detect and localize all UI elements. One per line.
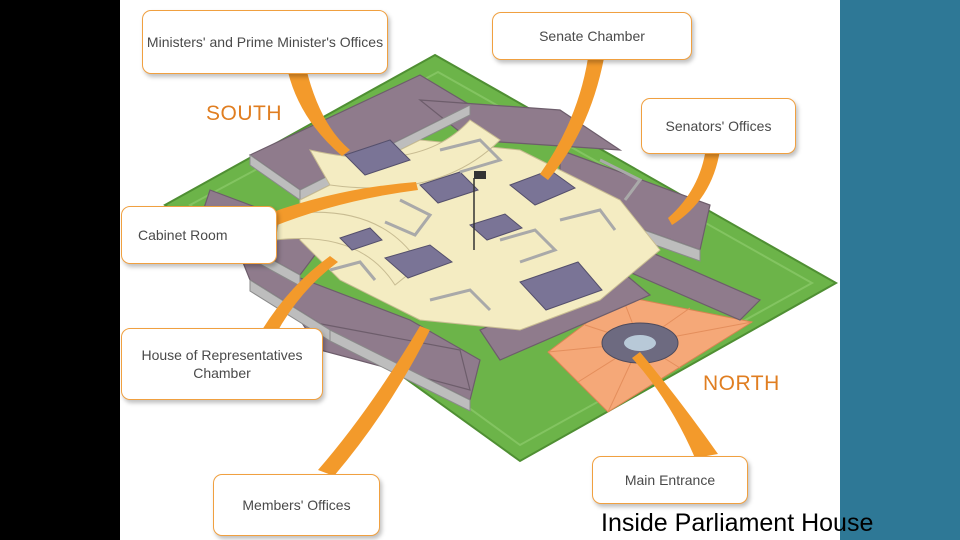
forecourt-pool-inner [624, 335, 656, 351]
direction-north-label: NORTH [703, 372, 780, 395]
callout-ministers-offices: Ministers' and Prime Minister's Offices [142, 10, 388, 74]
callout-members-offices: Members' Offices [213, 474, 380, 536]
callout-senate-chamber-label: Senate Chamber [539, 28, 645, 44]
callout-senators-offices: Senators' Offices [641, 98, 796, 154]
courtyard-walls [329, 138, 643, 312]
callout-main-entrance-label: Main Entrance [624, 472, 716, 488]
left-black-bar [0, 0, 120, 540]
callout-cabinet-room-label: Cabinet Room [138, 227, 228, 243]
callout-main-entrance: Main Entrance [592, 456, 748, 504]
callout-senate-chamber: Senate Chamber [492, 12, 692, 60]
callout-pointers [262, 58, 720, 476]
callout-house-of-representatives: House of Representatives Chamber [121, 328, 323, 400]
slide-caption: Inside Parliament House [601, 509, 874, 537]
callout-cabinet-room: Cabinet Room [121, 206, 277, 264]
courtyard-roofs [339, 139, 603, 311]
callout-house-of-representatives-label: House of Representatives Chamber [141, 347, 303, 381]
callout-senators-offices-label: Senators' Offices [665, 118, 772, 134]
direction-south-label: SOUTH [206, 102, 282, 125]
callout-members-offices-label: Members' Offices [242, 497, 351, 513]
flag [474, 171, 486, 179]
callout-ministers-offices-label: Ministers' and Prime Minister's Offices [146, 34, 384, 50]
